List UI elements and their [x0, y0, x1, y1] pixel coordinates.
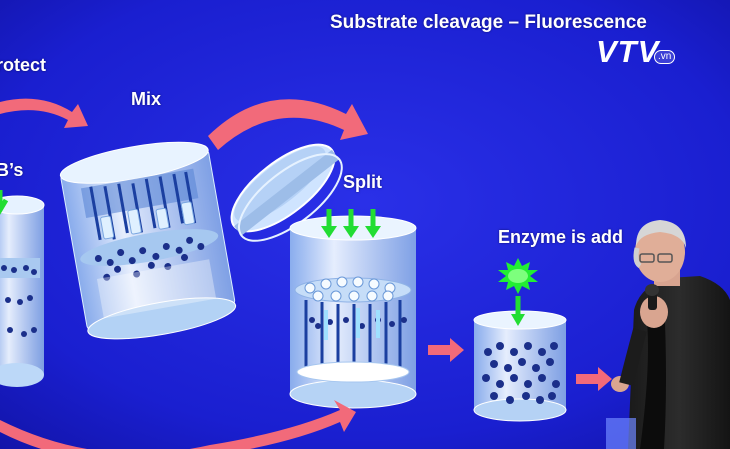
logo-sub-text: .vn — [654, 50, 676, 64]
left-cylinder — [0, 190, 45, 387]
vtv-logo: VTV .vn — [596, 34, 686, 70]
label-protect: rotect — [0, 55, 47, 75]
presenter — [611, 220, 730, 449]
label-mix: Mix — [131, 89, 162, 109]
split-cylinder — [289, 209, 417, 409]
cylinder-lid — [230, 143, 343, 242]
screen-edge — [606, 418, 636, 449]
red-arrows — [0, 98, 612, 449]
mix-cylinder — [59, 141, 237, 340]
label-split: Split — [343, 172, 382, 192]
enzyme-cylinder — [473, 258, 567, 422]
label-bs: B’s — [0, 160, 24, 180]
logo-main-text: VTV — [596, 34, 660, 69]
slide-title: Substrate cleavage – Fluorescence — [330, 12, 647, 33]
label-enzyme: Enzyme is add — [498, 227, 624, 247]
